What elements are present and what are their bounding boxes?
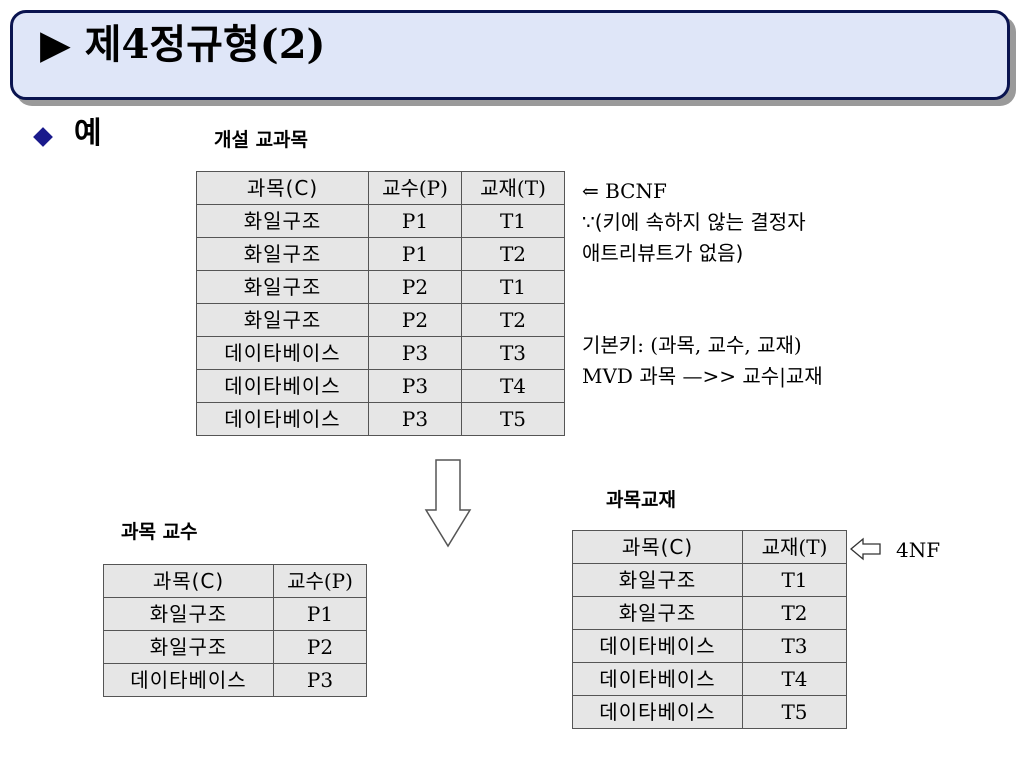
table-cell: P3	[273, 663, 367, 697]
header-cell: 교수(P)	[273, 564, 367, 598]
table-cell: 화일구조	[196, 303, 369, 337]
primary-key-line: 기본키: (과목, 교수, 교재)	[582, 333, 802, 357]
table-cell: P3	[368, 336, 462, 370]
nf4-label: 4NF	[896, 538, 941, 562]
table-header-row: 과목(C) 교수(P)	[103, 564, 367, 598]
table-header-row: 과목(C) 교수(P) 교재(T)	[196, 171, 565, 205]
header-cell: 과목(C)	[572, 530, 743, 564]
table-cell: P3	[368, 369, 462, 403]
mvd-line: MVD 과목 —>> 교수|교재	[582, 361, 823, 392]
bcnf-note: ⇐ BCNF ∵(키에 속하지 않는 결정자 애트리뷰트가 없음)	[582, 176, 806, 269]
table-cell: 데이타베이스	[196, 402, 369, 436]
course-prof-caption: 과목 교수	[121, 521, 198, 543]
table-cell: T5	[742, 695, 847, 729]
title-arrow-icon: ▶	[40, 22, 71, 68]
header-cell: 과목(C)	[196, 171, 369, 205]
table-cell: 화일구조	[103, 630, 274, 664]
table-cell: P2	[273, 630, 367, 664]
key-note: 기본키: (과목, 교수, 교재) MVD 과목 —>> 교수|교재	[582, 330, 823, 392]
table-cell: 데이타베이스	[572, 662, 743, 696]
table-cell: T1	[461, 270, 565, 304]
table-cell: 화일구조	[572, 596, 743, 630]
title-suffix: 정규형	[149, 22, 260, 68]
table-cell: 데이타베이스	[572, 629, 743, 663]
decompose-arrow-icon	[424, 459, 472, 548]
bcnf-reason-line: ∵(키에 속하지 않는 결정자	[582, 210, 806, 234]
table-cell: T5	[461, 402, 565, 436]
table-cell: T3	[461, 336, 565, 370]
example-label: 예	[74, 116, 102, 151]
table-cell: P1	[368, 237, 462, 271]
table-cell: 화일구조	[196, 270, 369, 304]
table-cell: T2	[461, 303, 565, 337]
table-header-row: 과목(C) 교재(T)	[572, 530, 847, 564]
mvd-arrow-icon: —>>	[682, 364, 736, 388]
table-cell: T1	[461, 204, 565, 238]
title-number: 4	[121, 21, 150, 68]
main-table-caption: 개설 교과목	[214, 129, 309, 151]
left-arrow-icon	[850, 537, 881, 561]
table-cell: 데이타베이스	[196, 369, 369, 403]
header-cell: 과목(C)	[103, 564, 274, 598]
table-cell: 화일구조	[103, 597, 274, 631]
mvd-label: MVD 과목	[582, 364, 677, 388]
table-cell: P2	[368, 270, 462, 304]
table-cell: P1	[368, 204, 462, 238]
table-cell: P2	[368, 303, 462, 337]
header-cell: 교재(T)	[742, 530, 847, 564]
title-part: (2)	[259, 21, 326, 68]
table-cell: 데이타베이스	[572, 695, 743, 729]
table-cell: P1	[273, 597, 367, 631]
course-text-caption: 과목교재	[606, 489, 676, 511]
table-cell: T4	[461, 369, 565, 403]
bcnf-line: ⇐ BCNF	[582, 179, 667, 203]
table-cell: T4	[742, 662, 847, 696]
table-cell: 화일구조	[196, 204, 369, 238]
slide-title: ▶ 제4정규형(2)	[40, 20, 325, 70]
table-cell: T3	[742, 629, 847, 663]
table-cell: T1	[742, 563, 847, 597]
title-box	[10, 10, 1010, 100]
table-cell: 데이타베이스	[103, 663, 274, 697]
table-cell: 데이타베이스	[196, 336, 369, 370]
table-cell: 화일구조	[572, 563, 743, 597]
title-prefix: 제	[84, 22, 122, 68]
header-cell: 교수(P)	[368, 171, 462, 205]
bcnf-reason-line: 애트리뷰트가 없음)	[582, 241, 744, 265]
table-cell: T2	[461, 237, 565, 271]
diamond-bullet-icon	[33, 127, 53, 147]
mvd-rhs: 교수|교재	[742, 364, 823, 388]
table-cell: 화일구조	[196, 237, 369, 271]
header-cell: 교재(T)	[461, 171, 565, 205]
table-cell: P3	[368, 402, 462, 436]
table-cell: T2	[742, 596, 847, 630]
